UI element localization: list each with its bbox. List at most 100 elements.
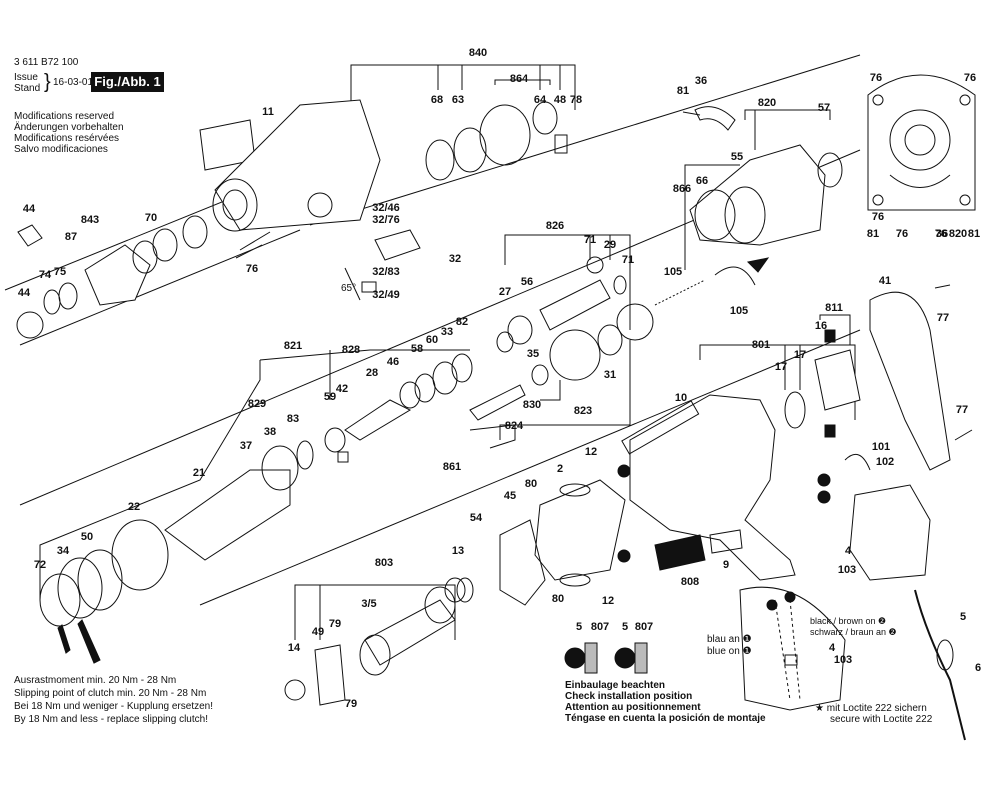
part-number-label: 81 <box>676 85 690 97</box>
part-number-label: 55 <box>730 151 744 163</box>
part-number-label: 82 <box>455 316 469 328</box>
part-number-label: 807 <box>590 621 610 633</box>
angle-label: 65° <box>341 283 357 294</box>
part-number-label: 54 <box>469 512 483 524</box>
part-number-label: 70 <box>144 212 158 224</box>
part-number-label: 861 <box>442 461 462 473</box>
part-number-label: 840 <box>468 47 488 59</box>
part-number-label: 820 <box>948 228 968 240</box>
part-number-label: 76 <box>869 72 883 84</box>
modifications-line: Modifications resérvées <box>14 133 120 144</box>
part-number-label: 64 <box>533 94 547 106</box>
part-number-label: 103 <box>837 564 857 576</box>
loctite-note: secure with Loctite 222 <box>830 714 933 725</box>
part-number-label: 9 <box>722 559 730 571</box>
part-number-label: 87 <box>64 231 78 243</box>
wiring-note: schwarz / braun an ❷ <box>810 627 897 637</box>
loctite-note: ★ mit Loctite 222 sichern <box>815 703 927 714</box>
part-number-label: 17 <box>774 361 788 373</box>
modifications-line: Änderungen vorbehalten <box>14 122 124 133</box>
wiring-note: blau an ❶ <box>707 634 752 645</box>
part-number-label: 5 <box>959 611 967 623</box>
part-number-label: 32/83 <box>372 266 400 278</box>
part-number-label: 828 <box>341 344 361 356</box>
torque-note: Bei 18 Nm und weniger - Kupplung ersetze… <box>14 701 214 712</box>
part-number-label: 77 <box>955 404 969 416</box>
part-number-label: 808 <box>680 576 700 588</box>
install-note: Einbaulage beachten <box>565 680 666 691</box>
part-number-label: 80 <box>524 478 538 490</box>
part-number-label: 29 <box>603 239 617 251</box>
part-number-label: 72 <box>33 559 47 571</box>
part-number-label: 12 <box>601 595 615 607</box>
part-number-label: 49 <box>311 626 325 638</box>
part-number-label: 830 <box>522 399 542 411</box>
part-number-label: 76 <box>871 211 885 223</box>
part-number-label: 12 <box>584 446 598 458</box>
part-number-label: 823 <box>573 405 593 417</box>
part-number-label: 79 <box>328 618 342 630</box>
part-number-label: 824 <box>504 420 524 432</box>
part-number-label: 101 <box>871 441 891 453</box>
part-number-label: 79 <box>344 698 358 710</box>
part-number-label: 76 <box>963 72 977 84</box>
part-number-label: 16 <box>814 320 828 332</box>
part-number-label: 81 <box>967 228 981 240</box>
part-number-label: 821 <box>283 340 303 352</box>
part-number-label: 37 <box>239 440 253 452</box>
part-number-label: 2 <box>556 463 564 475</box>
part-number-label: 843 <box>80 214 100 226</box>
torque-note: Ausrastmoment min. 20 Nm - 28 Nm <box>14 675 177 686</box>
part-number-label: 11 <box>262 106 274 118</box>
issue-date: 16-03-01 <box>53 77 94 88</box>
part-number-label: 32 <box>448 253 462 265</box>
part-number-label: 17 <box>793 349 807 361</box>
part-number-label: 76 <box>934 228 948 240</box>
part-number-label: 36 <box>935 228 949 240</box>
part-number-label: 103 <box>833 654 853 666</box>
part-number-label: 60 <box>425 334 439 346</box>
part-number-label: 33 <box>440 326 454 338</box>
part-number-label: 14 <box>287 642 301 654</box>
part-number-label: 829 <box>247 398 267 410</box>
part-number-label: 57 <box>817 102 831 114</box>
part-number-label: 31 <box>603 369 617 381</box>
part-number-label: 4 <box>828 642 836 654</box>
part-number-label: 866 <box>672 183 692 195</box>
doc-number: 3 611 B72 100 <box>14 57 79 68</box>
part-number-label: 59 <box>323 391 337 403</box>
issue-label: Issue <box>14 72 38 83</box>
part-number-label: 75 <box>53 266 67 278</box>
part-number-label: 34 <box>56 545 70 557</box>
part-number-label: 45 <box>503 490 517 502</box>
part-number-label: 105 <box>663 266 683 278</box>
part-number-label: 13 <box>451 545 465 557</box>
modifications-line: Modifications reserved <box>14 111 115 122</box>
part-number-label: 35 <box>526 348 540 360</box>
part-number-label: 803 <box>374 557 394 569</box>
install-note: Check installation position <box>565 691 693 702</box>
brace-glyph: } <box>44 71 51 93</box>
part-number-label: 48 <box>553 94 567 106</box>
part-number-label: 56 <box>520 276 534 288</box>
install-note: Attention au positionnement <box>565 702 701 713</box>
part-number-label: 71 <box>621 254 635 266</box>
part-number-label: 826 <box>545 220 565 232</box>
part-number-label: 5 <box>575 621 583 633</box>
part-number-label: 21 <box>192 467 206 479</box>
part-number-label: 820 <box>757 97 777 109</box>
part-number-label: 46 <box>386 356 400 368</box>
part-number-label: 41 <box>878 275 892 287</box>
part-number-label: 3/5 <box>361 598 377 610</box>
wiring-note: black / brown on ❷ <box>810 616 887 626</box>
part-number-label: 801 <box>751 339 771 351</box>
part-number-label: 83 <box>286 413 300 425</box>
part-number-label: 4 <box>844 545 852 557</box>
part-number-label: 71 <box>583 234 597 246</box>
part-number-label: 68 <box>430 94 444 106</box>
modifications-line: Salvo modificaciones <box>14 144 108 155</box>
fig-label: Fig./Abb. 1 <box>91 72 164 92</box>
part-number-label: 66 <box>695 175 709 187</box>
